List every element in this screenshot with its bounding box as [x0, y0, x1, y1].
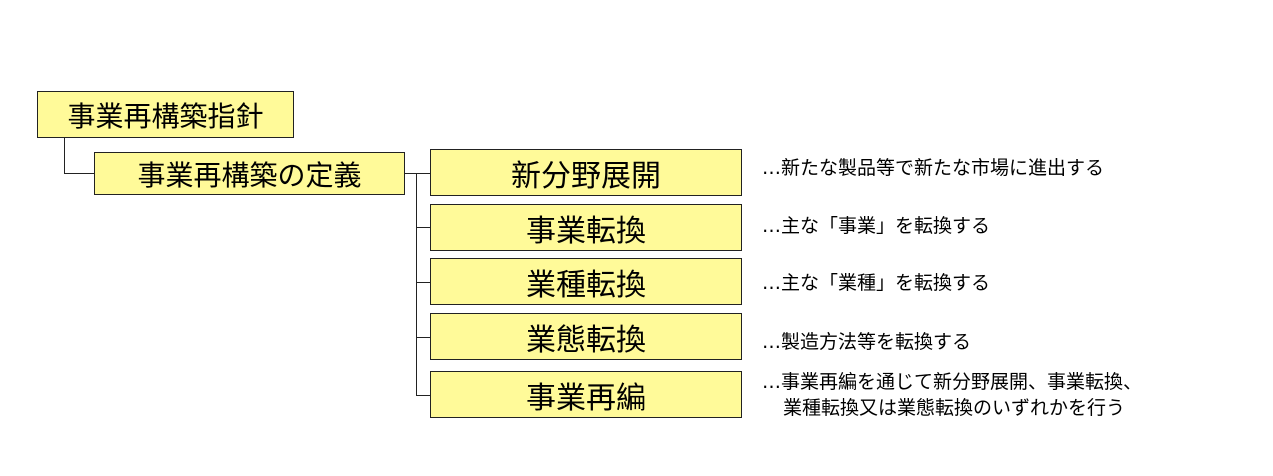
category-description: …新たな製品等で新たな市場に進出する	[762, 157, 1105, 179]
category-description-line-1: …事業再編を通じて新分野展開、事業転換、	[762, 371, 1143, 393]
connector-branch-5	[416, 395, 430, 396]
category-description: …主な「事業」を転換する	[762, 215, 991, 237]
category-description-line-2: 業種転換又は業態転換のいずれかを行う	[783, 397, 1126, 419]
root-node-label: 事業再構築指針	[67, 99, 264, 133]
connector-root-to-definition-horizontal	[64, 173, 94, 174]
category-box-business-conversion: 事業転換	[430, 204, 742, 251]
category-box-industry-conversion: 業種転換	[430, 258, 742, 305]
category-description: …主な「業種」を転換する	[762, 272, 991, 294]
connector-branch-1	[405, 173, 430, 174]
connector-root-to-definition-vertical	[64, 138, 65, 173]
category-box-new-field: 新分野展開	[430, 149, 742, 196]
category-box-reorganization: 事業再編	[430, 371, 742, 418]
connector-branch-4	[416, 337, 430, 338]
definition-node-label: 事業再構築の定義	[137, 158, 362, 192]
category-box-format-conversion: 業態転換	[430, 313, 742, 360]
category-description: …製造方法等を転換する	[762, 331, 972, 353]
connector-branch-3	[416, 282, 430, 283]
category-label: 新分野展開	[511, 158, 661, 194]
category-label: 事業転換	[526, 213, 646, 249]
category-label: 業種転換	[526, 267, 646, 303]
connector-branch-2	[416, 227, 430, 228]
root-node-box: 事業再構築指針	[37, 91, 294, 138]
definition-node-box: 事業再構築の定義	[94, 152, 405, 195]
category-label: 業態転換	[526, 322, 646, 358]
category-label: 事業再編	[526, 380, 646, 416]
connector-trunk-vertical	[416, 173, 417, 395]
